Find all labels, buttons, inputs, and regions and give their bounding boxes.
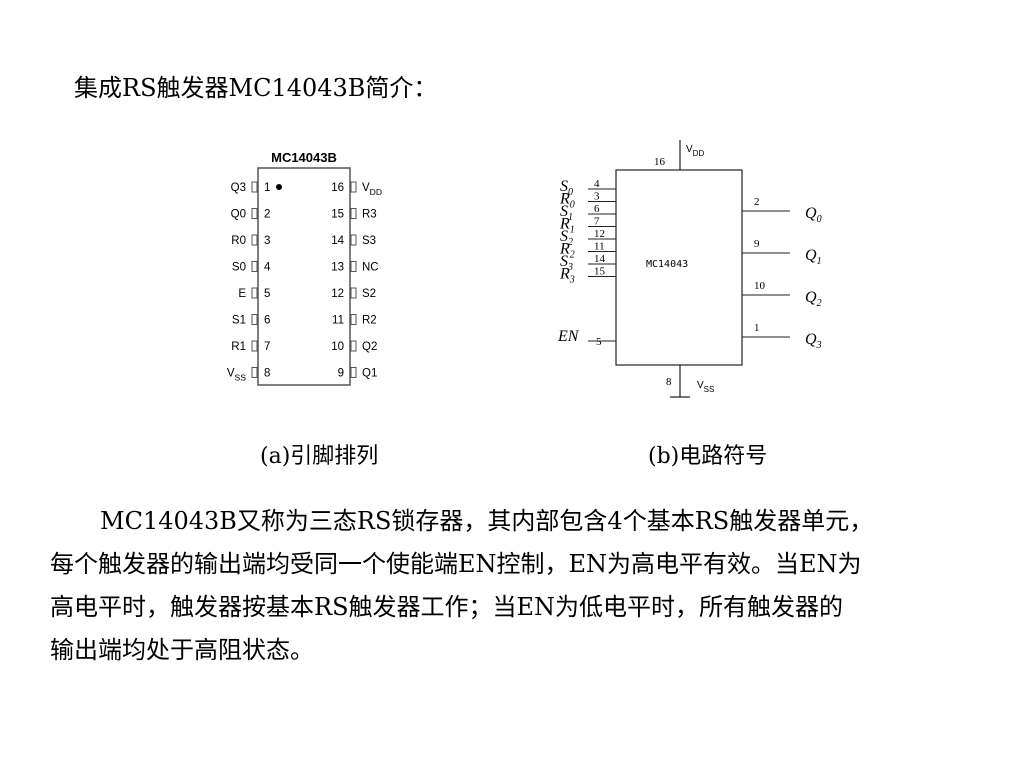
vss-pin-number: 8 [666, 376, 672, 388]
pin-name-label: R1 [231, 341, 246, 353]
pin-number-label: 2 [264, 209, 270, 221]
input-pin-number: 6 [594, 203, 600, 215]
pin-number-label: 6 [264, 315, 270, 327]
symbol-chip-label: MC14043 [646, 259, 688, 270]
pin-number-label: 15 [331, 209, 344, 221]
pin-stub [350, 208, 357, 219]
slide-title: 集成RS触发器MC14043B简介： [74, 74, 438, 102]
input-pin-number: 7 [594, 216, 600, 228]
output-label: Q0 [805, 205, 822, 225]
output-label: Q3 [805, 331, 822, 351]
paragraph-line: 每个触发器的输出端均受同一个使能端EN控制，EN为高电平有效。当EN为 [50, 550, 862, 578]
pin-name-label: NC [362, 262, 379, 274]
pinout-chip-label: MC14043B [271, 150, 337, 165]
input-label: R2 [559, 241, 575, 261]
pin-name-label: Q1 [362, 368, 377, 380]
output-label: Q2 [805, 289, 822, 309]
pin-name-label: VSS [227, 368, 246, 383]
input-pin-number: 14 [594, 253, 606, 265]
pin-number-label: 13 [331, 262, 344, 274]
pin-name-label: R2 [362, 315, 377, 327]
pin-number-label: 16 [331, 182, 344, 194]
pin1-marker-dot [276, 184, 282, 190]
input-label: S1 [560, 203, 573, 223]
pin-stub [350, 181, 357, 193]
pin-number-label: 10 [331, 341, 344, 353]
input-label: S2 [560, 228, 573, 248]
pinout-chip-body [257, 167, 351, 386]
caption-a: (a)引脚排列 [260, 444, 379, 469]
output-pin-number: 2 [754, 196, 760, 208]
vdd-label: VDD [686, 144, 704, 158]
pin-stub [251, 340, 258, 352]
pin-name-label: S1 [232, 315, 246, 327]
caption-b: (b)电路符号 [648, 444, 768, 469]
pin-number-label: 5 [264, 288, 270, 300]
vss-label: VSS [697, 380, 714, 394]
pin-stub [350, 367, 357, 378]
input-label: S0 [560, 178, 573, 198]
paragraph-line: MC14043B又称为三态RS锁存器，其内部包含4个基本RS触发器单元， [100, 507, 874, 535]
pin-stub [251, 181, 258, 193]
output-pin-number: 10 [754, 280, 766, 292]
pin-number-label: 7 [264, 341, 270, 353]
pin-number-label: 12 [331, 288, 344, 300]
input-pin-number: 15 [594, 266, 606, 278]
pin-name-label: R3 [362, 209, 377, 221]
pin-number-label: 1 [264, 182, 270, 194]
paragraph-line: 输出端均处于高阻状态。 [50, 636, 314, 664]
enable-pin-number: 5 [596, 336, 602, 348]
pin-stub [251, 261, 258, 272]
pin-stub [251, 234, 258, 246]
output-pin-number: 1 [754, 322, 760, 334]
pin-number-label: 8 [264, 368, 270, 380]
pin-number-label: 4 [264, 262, 271, 274]
pin-name-label: Q0 [231, 209, 246, 221]
input-label: R1 [559, 216, 575, 236]
pin-stub [350, 340, 357, 352]
description-paragraph: MC14043B又称为三态RS锁存器，其内部包含4个基本RS触发器单元， 每个触… [50, 500, 980, 672]
input-label: R3 [559, 266, 575, 286]
input-pin-number: 4 [594, 178, 600, 190]
output-label: Q1 [805, 247, 822, 267]
pin-name-label: S2 [362, 288, 376, 300]
symbol-chip-body [615, 169, 743, 366]
pin-name-label: Q3 [231, 182, 246, 194]
pin-stub [350, 261, 357, 272]
pin-number-label: 14 [331, 235, 344, 247]
vdd-pin-number: 16 [654, 156, 666, 168]
input-label: R0 [559, 191, 575, 211]
pin-number-label: 11 [332, 315, 344, 327]
pin-stub [251, 314, 258, 325]
enable-label: EN [557, 328, 580, 345]
pin-name-label: S0 [232, 262, 246, 274]
pin-stub [350, 234, 357, 246]
pin-name-label: R0 [231, 235, 246, 247]
paragraph-line: 高电平时，触发器按基本RS触发器工作；当EN为低电平时，所有触发器的 [50, 593, 844, 621]
output-pin-number: 9 [754, 238, 760, 250]
pin-name-label: E [238, 288, 246, 300]
pin-name-label: S3 [362, 235, 376, 247]
pin-stub [350, 314, 357, 325]
pin-stub [251, 367, 258, 378]
pin-stub [350, 287, 357, 299]
input-pin-number: 11 [594, 241, 605, 253]
pin-number-label: 9 [338, 368, 344, 380]
pin-name-label: Q2 [362, 341, 377, 353]
pin-stub [251, 208, 258, 219]
input-pin-number: 12 [594, 228, 605, 240]
input-label: S3 [560, 253, 573, 273]
input-pin-number: 3 [594, 191, 600, 203]
pin-name-label: VDD [362, 182, 382, 197]
pin-stub [251, 287, 258, 299]
pin-number-label: 3 [264, 235, 270, 247]
